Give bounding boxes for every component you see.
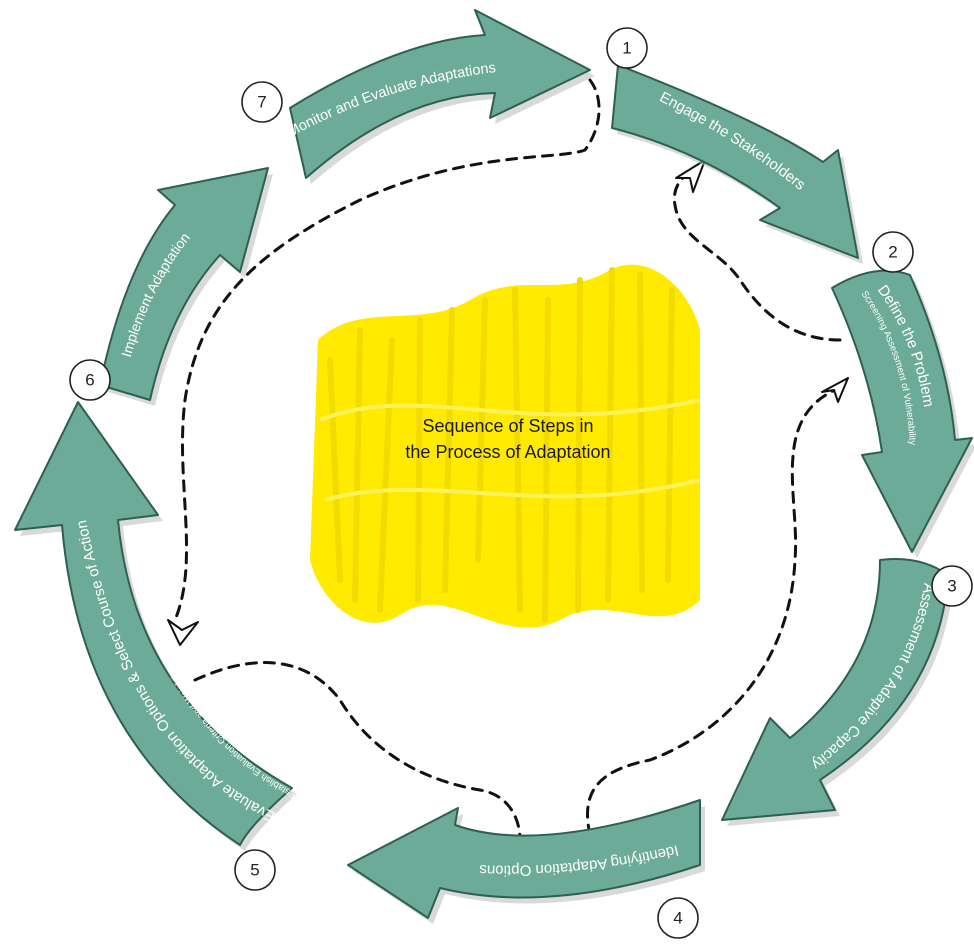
chevron-arrow-icon (821, 377, 849, 403)
step-2-arrow: Define the Problem Screening Assessment … (831, 269, 974, 558)
step-badge-4: 4 (657, 897, 699, 939)
dashed-line-4-to-2 (586, 388, 837, 837)
chevron-arrow-icon (675, 159, 706, 193)
dashed-line-5-to-4 (193, 661, 522, 842)
svg-text:7: 7 (257, 93, 266, 112)
dashed-connectors (173, 78, 842, 842)
step-badge-6: 6 (69, 359, 111, 401)
svg-text:3: 3 (947, 577, 956, 596)
svg-text:4: 4 (673, 909, 682, 928)
chevron-arrow-icon (167, 619, 199, 646)
center-title-line-1: Sequence of Steps in (422, 416, 593, 436)
step-6-arrow: Implement Adaptation (99, 167, 273, 406)
step-3-arrow: Assessment of Adapive Capacity (721, 558, 953, 826)
step-4-arrow: Identifying Adaptation Options (347, 799, 705, 924)
svg-text:2: 2 (888, 243, 897, 262)
svg-text:1: 1 (622, 39, 631, 58)
dashed-line-2-to-1 (672, 170, 842, 342)
step-badge-7: 7 (241, 81, 283, 123)
dashed-line-7-to-5 (173, 78, 601, 622)
svg-text:5: 5 (250, 861, 259, 880)
center-title-line-2: the Process of Adaptation (405, 442, 610, 462)
step-badge-3: 3 (931, 565, 973, 607)
yellow-scribble-highlight (310, 264, 701, 628)
step-1-arrow: Engage the Stakeholders (611, 64, 863, 264)
step-badge-2: 2 (872, 231, 914, 273)
step-badge-1: 1 (606, 27, 648, 69)
step-5-arrow: Evaluate Adaptation Options & Select Cou… (14, 401, 298, 851)
svg-text:6: 6 (85, 371, 94, 390)
step-badge-5: 5 (234, 849, 276, 891)
step-7-arrow: Monitor and Evaluate Adaptations (285, 9, 595, 184)
